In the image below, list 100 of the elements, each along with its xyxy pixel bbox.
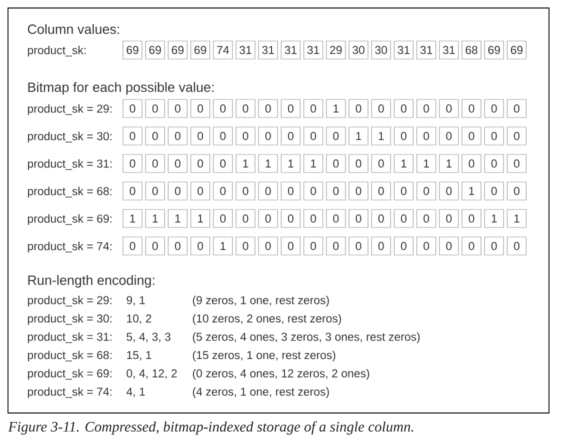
bit-cell: 1 xyxy=(439,154,459,173)
value-cell: 30 xyxy=(371,40,391,60)
bit-cell: 0 xyxy=(145,182,165,200)
value-cell: 69 xyxy=(506,40,526,60)
bit-cell: 0 xyxy=(213,209,233,228)
bit-cell: 0 xyxy=(190,236,210,256)
bit-cell: 0 xyxy=(280,126,300,146)
bit-cell: 1 xyxy=(213,236,233,256)
bit-cell: 0 xyxy=(462,99,482,118)
value-cell: 69 xyxy=(484,40,504,60)
value-cell: 69 xyxy=(168,40,188,60)
run-lengths: 4, 1 xyxy=(126,388,145,398)
bit-cell: 1 xyxy=(168,209,188,228)
value-cell: 31 xyxy=(439,40,459,60)
row-label: product_sk: xyxy=(28,46,86,57)
bit-cell: 0 xyxy=(236,182,256,200)
row-label: product_sk = 29: xyxy=(28,104,112,116)
bit-cell: 0 xyxy=(258,236,278,256)
row-label: product_sk = 74: xyxy=(28,387,112,398)
bit-cell: 0 xyxy=(258,182,278,200)
bit-cell: 1 xyxy=(348,126,368,146)
bit-cell: 0 xyxy=(462,236,482,256)
bit-cell: 0 xyxy=(484,182,504,200)
bit-cell: 0 xyxy=(484,236,504,256)
bit-cell: 0 xyxy=(304,209,324,228)
bit-cell: 0 xyxy=(236,99,256,118)
bit-cell: 0 xyxy=(258,126,278,146)
bit-cell: 1 xyxy=(145,209,165,228)
bit-cell: 0 xyxy=(122,182,142,200)
bit-cell: 0 xyxy=(439,209,459,228)
value-cell: 69 xyxy=(190,40,210,60)
bit-cell: 0 xyxy=(213,154,233,173)
bit-cell: 0 xyxy=(304,99,324,118)
bit-cell: 0 xyxy=(506,182,526,200)
bit-cell: 1 xyxy=(326,99,346,118)
figure-caption: Figure 3-11. Compressed, bitmap-indexed storage of a single column. xyxy=(8,421,414,435)
bit-cell: 1 xyxy=(280,154,300,173)
row-label: product_sk = 31: xyxy=(28,159,112,170)
row-label: product_sk = 30: xyxy=(28,132,112,143)
bit-cell: 0 xyxy=(439,182,459,200)
bit-cell: 0 xyxy=(394,209,414,228)
bit-cell: 0 xyxy=(484,126,504,146)
row-label: product_sk = 31: xyxy=(28,332,112,344)
bit-cell: 0 xyxy=(348,99,368,118)
bit-cell: 0 xyxy=(280,99,300,118)
run-lengths: 5, 4, 3, 3 xyxy=(126,332,170,342)
bit-cell: 0 xyxy=(348,182,368,200)
value-cell: 31 xyxy=(236,40,256,60)
run-description: (10 zeros, 2 ones, rest zeros) xyxy=(192,314,342,325)
bit-cell: 0 xyxy=(168,154,188,173)
run-lengths: 15, 1 xyxy=(127,351,152,360)
bit-cell: 0 xyxy=(122,126,142,146)
bit-cell: 0 xyxy=(462,126,482,146)
value-cell: 68 xyxy=(462,40,482,60)
value-cell: 31 xyxy=(394,40,414,60)
bit-cell: 0 xyxy=(236,236,256,256)
value-cell: 31 xyxy=(304,40,324,60)
bit-cell: 1 xyxy=(190,209,210,228)
bit-cell: 0 xyxy=(326,236,346,256)
bit-cell: 0 xyxy=(348,209,368,228)
run-lengths: 9, 1 xyxy=(126,296,145,306)
bit-cell: 0 xyxy=(304,182,324,200)
row-label: product_sk = 74: xyxy=(28,242,112,253)
bit-cell: 0 xyxy=(439,236,459,256)
run-description: (0 zeros, 4 ones, 12 zeros, 2 ones) xyxy=(192,369,370,380)
bit-cell: 0 xyxy=(190,182,210,200)
value-cell: 69 xyxy=(122,40,142,60)
bit-cell: 0 xyxy=(326,209,346,228)
run-lengths: 0, 4, 12, 2 xyxy=(126,369,177,379)
bit-cell: 0 xyxy=(236,126,256,146)
bit-cell: 0 xyxy=(213,99,233,118)
bit-cell: 0 xyxy=(304,126,324,146)
bit-cell: 0 xyxy=(145,126,165,146)
bit-cell: 0 xyxy=(371,182,391,200)
bit-cell: 0 xyxy=(348,236,368,256)
bit-cell: 0 xyxy=(280,236,300,256)
section-heading: Run-length encoding: xyxy=(28,275,154,288)
value-cell: 74 xyxy=(213,40,233,60)
bit-cell: 0 xyxy=(168,182,188,200)
bit-cell: 0 xyxy=(213,182,233,200)
bit-cell: 0 xyxy=(462,154,482,173)
bit-cell: 0 xyxy=(213,126,233,146)
bit-cell: 0 xyxy=(416,182,436,200)
bit-cell: 0 xyxy=(168,99,188,118)
bit-cell: 0 xyxy=(506,126,526,146)
value-cell: 31 xyxy=(258,40,278,60)
bit-cell: 0 xyxy=(280,209,300,228)
section-heading: Bitmap for each possible value: xyxy=(28,82,214,95)
bit-cell: 0 xyxy=(484,154,504,173)
bit-cell: 0 xyxy=(122,236,142,256)
bit-cell: 0 xyxy=(462,209,482,228)
row-label: product_sk = 30: xyxy=(28,314,112,325)
value-cell: 31 xyxy=(280,40,300,60)
bit-cell: 1 xyxy=(462,182,482,200)
section-heading: Column values: xyxy=(28,24,119,34)
bit-cell: 0 xyxy=(394,99,414,118)
bit-cell: 0 xyxy=(145,99,165,118)
bit-cell: 0 xyxy=(416,99,436,118)
run-description: (15 zeros, 1 one, rest zeros) xyxy=(192,350,336,362)
bit-cell: 1 xyxy=(394,154,414,173)
